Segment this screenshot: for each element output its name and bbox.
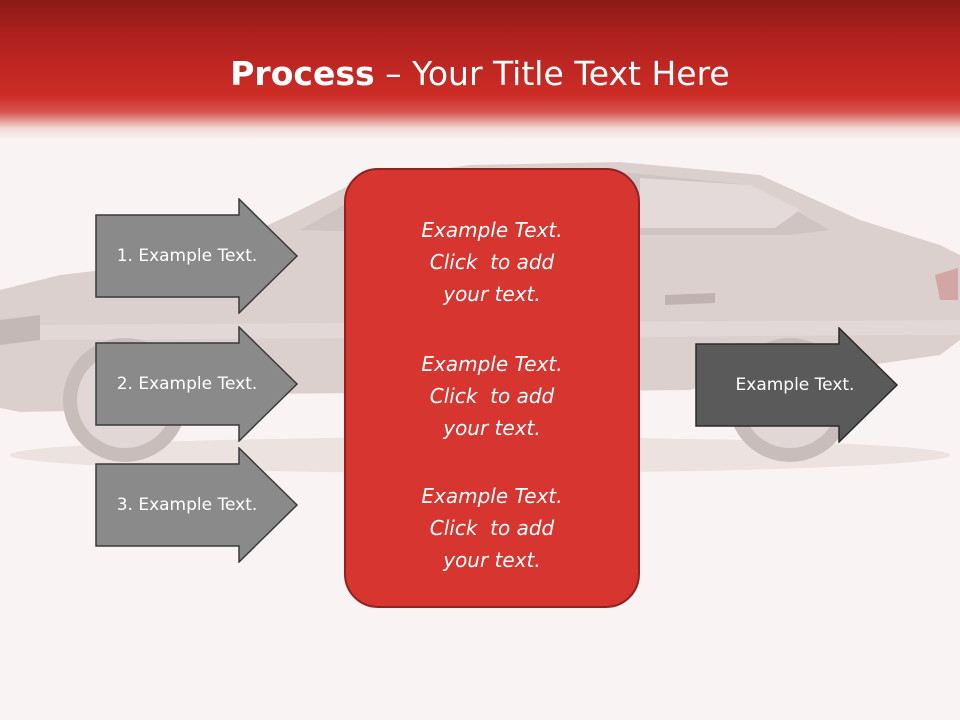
arrow-shape-icon [95, 198, 299, 314]
step-arrow-2[interactable]: 2. Example Text. [95, 326, 299, 442]
center-line: your text. [443, 416, 541, 440]
step-arrow-1[interactable]: 1. Example Text. [95, 198, 299, 314]
step-arrow-3[interactable]: 3. Example Text. [95, 447, 299, 563]
title-banner [0, 0, 960, 140]
center-line: Example Text. [421, 352, 563, 376]
center-line: your text. [443, 282, 541, 306]
center-line: your text. [443, 548, 541, 572]
center-line: Click to add [429, 516, 555, 540]
title-bold: Process [230, 54, 375, 93]
slide-title[interactable]: Process – Your Title Text Here [0, 52, 960, 96]
center-paragraph-3: Example Text. Click to add your text. [346, 480, 638, 576]
title-rest: – Your Title Text Here [374, 54, 730, 93]
result-arrow[interactable]: Example Text. [695, 327, 899, 443]
step-label: 2. Example Text. [116, 374, 258, 394]
arrow-shape-icon [695, 327, 899, 443]
arrow-shape-icon [95, 447, 299, 563]
center-line: Click to add [429, 384, 555, 408]
center-paragraph-2: Example Text. Click to add your text. [346, 348, 638, 444]
center-paragraph-1: Example Text. Click to add your text. [346, 214, 638, 310]
result-label: Example Text. [735, 375, 855, 395]
center-line: Example Text. [421, 218, 563, 242]
center-text-box[interactable]: Example Text. Click to add your text. Ex… [344, 168, 640, 608]
step-label: 1. Example Text. [116, 246, 258, 266]
center-line: Example Text. [421, 484, 563, 508]
step-label: 3. Example Text. [116, 495, 258, 515]
arrow-shape-icon [95, 326, 299, 442]
center-line: Click to add [429, 250, 555, 274]
